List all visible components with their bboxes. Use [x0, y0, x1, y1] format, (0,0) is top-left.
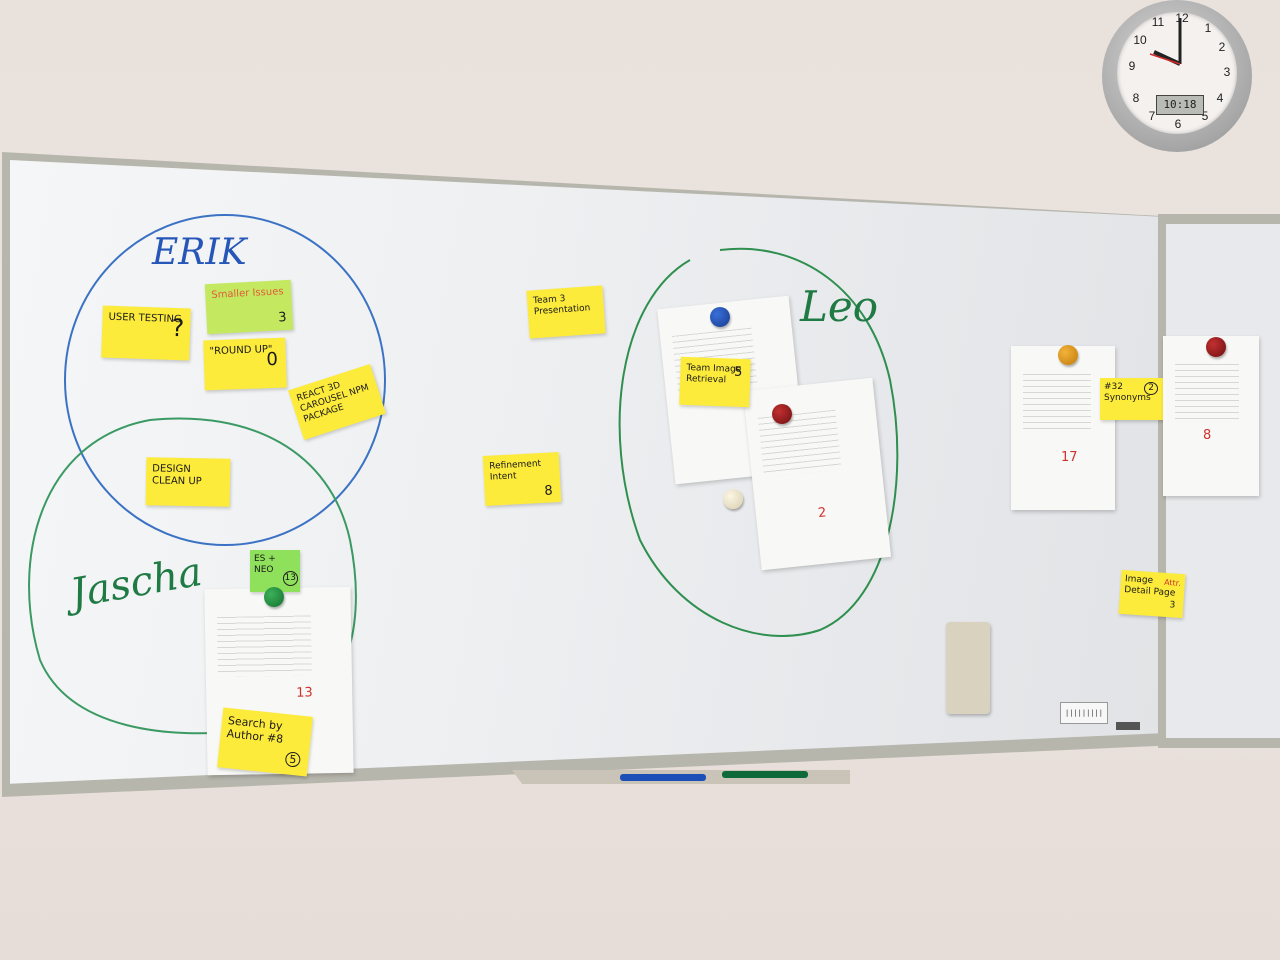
clock-number: 9: [1128, 59, 1136, 73]
sticky-note-mark: Attr.: [1163, 577, 1182, 588]
sticky-note-estimate: 2: [1144, 382, 1158, 395]
clock-number: 1: [1204, 21, 1212, 35]
sheet-estimate: 13: [296, 685, 313, 701]
magnet-blue[interactable]: [710, 307, 730, 327]
sticky-note-text: Refinement Intent: [489, 458, 542, 483]
sticky-note-text: "ROUND UP": [209, 344, 273, 358]
clock-number: 8: [1132, 91, 1140, 105]
magnet-red[interactable]: [1206, 337, 1226, 357]
sticky-note-text: #32 Synonyms: [1104, 382, 1151, 403]
sticky-note-text: ES + NEO: [254, 554, 276, 575]
clock-hands: [1149, 18, 1182, 66]
magnet-red[interactable]: [772, 404, 792, 424]
sticky-note-text: Search by Author #8: [226, 714, 284, 746]
sheet-text-lines: [216, 615, 312, 678]
clock-digital-display: 10:18: [1156, 95, 1204, 115]
sticky-note-smaller-issues[interactable]: Smaller Issues 3: [204, 279, 294, 335]
sticky-note-design-clean-up[interactable]: DESIGN CLEAN UP: [145, 457, 231, 507]
sticky-note-text: Team 3 Presentation: [532, 294, 591, 318]
printed-ticket-sheet[interactable]: 8: [1163, 336, 1259, 496]
clock-number: 7: [1148, 109, 1156, 123]
sticky-note-estimate: 3: [277, 310, 287, 326]
magnet-cream[interactable]: [723, 489, 743, 509]
sticky-note-estimate: 13: [282, 571, 298, 586]
leo-circle: [618, 247, 899, 637]
sticky-note-estimate: 8: [544, 483, 554, 499]
clock-number: 4: [1216, 91, 1224, 105]
sheet-text-lines: [757, 409, 842, 478]
sticky-note-mark: ?: [170, 313, 185, 343]
clock-number: 2: [1218, 40, 1226, 54]
sticky-note-text: Smaller Issues: [211, 286, 284, 301]
erik-circle: [64, 214, 386, 546]
sticky-note-estimate: 5: [284, 751, 302, 768]
group-label-leo: Leo: [800, 282, 879, 331]
green-marker[interactable]: [722, 771, 808, 778]
blue-marker[interactable]: [620, 774, 706, 781]
sheet-estimate: 8: [1203, 428, 1212, 443]
clock-number: 3: [1223, 65, 1231, 79]
sticky-note-estimate: 5: [733, 364, 743, 380]
sticky-note-user-testing[interactable]: USER TESTING ?: [101, 305, 191, 361]
sheet-estimate: 17: [1061, 450, 1078, 465]
sticky-note-es-neo[interactable]: ES + NEO 13: [250, 550, 300, 592]
barcode-label: |||||||||: [1060, 702, 1108, 724]
sticky-note-synonyms[interactable]: #32 Synonyms 2: [1100, 378, 1164, 420]
sticky-note-team-image-retrieval[interactable]: Team Image Retrieval 5: [679, 356, 751, 408]
clock-number: 10: [1133, 33, 1147, 47]
sticky-note-round-up[interactable]: "ROUND UP" 0: [203, 337, 287, 391]
sheet-text-lines: [1023, 374, 1091, 434]
sticky-note-text: DESIGN CLEAN UP: [151, 463, 202, 488]
printed-ticket-sheet[interactable]: 2: [742, 377, 892, 571]
group-label-erik: ERIK: [152, 232, 247, 273]
clock-number: 5: [1201, 109, 1209, 123]
magnet-orange[interactable]: [1058, 345, 1078, 365]
sticky-note-text: REACT 3D CAROUSEL NPM PACKAGE: [295, 380, 371, 425]
sticky-note-search-by-author[interactable]: Search by Author #8 5: [217, 707, 313, 777]
clock-number: 11: [1151, 15, 1165, 29]
whiteboard-eraser[interactable]: [946, 622, 990, 714]
printed-ticket-sheet[interactable]: 17: [1011, 346, 1115, 510]
sticky-note-team3-presentation[interactable]: Team 3 Presentation: [526, 285, 606, 339]
sheet-estimate: 2: [817, 505, 828, 522]
sticky-note-image-detail-page[interactable]: Image Detail Page Attr. 3: [1118, 569, 1186, 619]
sticky-note-refinement-intent[interactable]: Refinement Intent 8: [482, 452, 562, 506]
sheet-text-lines: [1175, 364, 1239, 424]
magnet-green[interactable]: [264, 587, 284, 607]
sticky-note-estimate: 3: [1169, 600, 1176, 611]
clock-number: 6: [1174, 117, 1182, 131]
sticky-note-estimate: 0: [266, 348, 279, 371]
board-brand-plate: [1116, 722, 1140, 730]
